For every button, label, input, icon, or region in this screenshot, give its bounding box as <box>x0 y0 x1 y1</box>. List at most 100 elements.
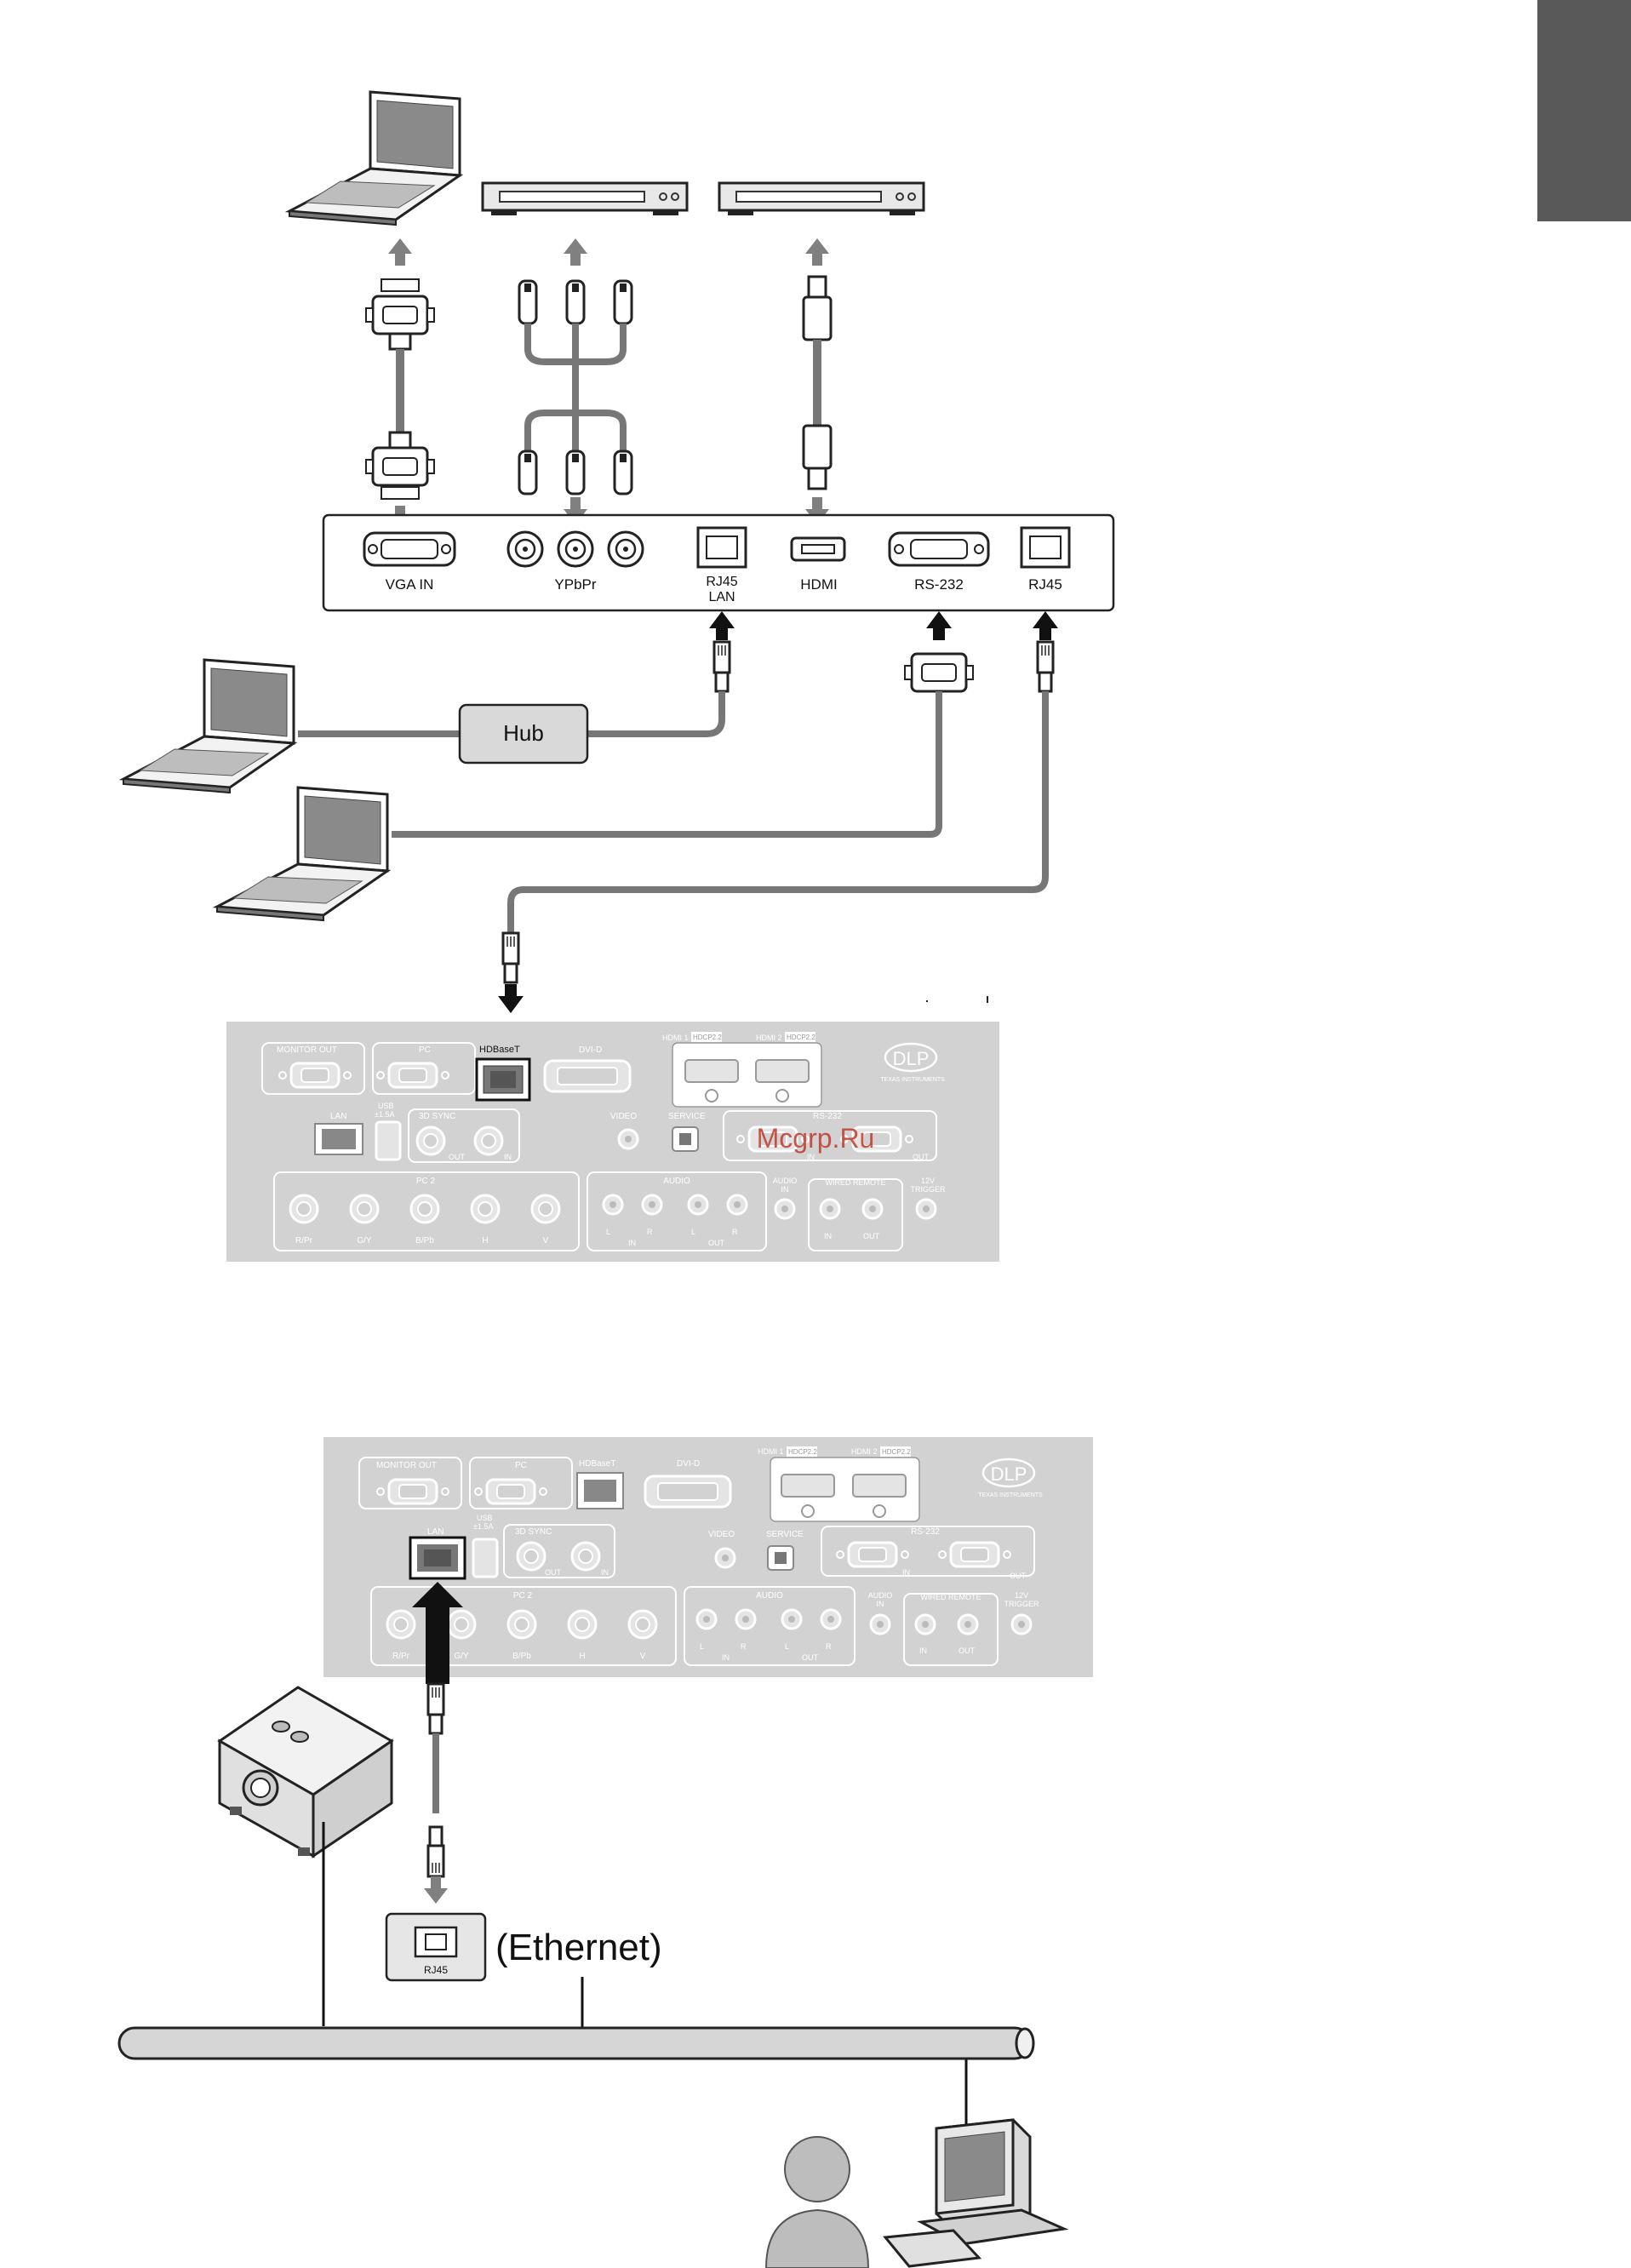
arrow-down-icon <box>424 1876 448 1904</box>
audio-l-label: L <box>785 1642 789 1651</box>
audio-in-label: IN <box>628 1239 636 1247</box>
3d-sync-in-label: IN <box>504 1153 512 1161</box>
audio-in-jack-label: AUDIO <box>868 1591 893 1600</box>
usb-label-sub: ±1.5A <box>473 1522 493 1531</box>
vga-in-label: VGA IN <box>386 576 434 593</box>
hub-label: Hub <box>503 720 544 746</box>
bnc-h-port <box>567 1609 598 1640</box>
wired-remote-in-label: IN <box>824 1232 832 1240</box>
service-label: SERVICE <box>668 1112 706 1121</box>
rs232-port <box>888 531 990 567</box>
svg-text:DLP: DLP <box>893 1048 930 1069</box>
arrow-up-icon <box>805 238 829 266</box>
laptop-icon <box>288 90 461 226</box>
projector-icon <box>217 1686 394 1858</box>
rs232-cable <box>392 652 975 838</box>
bnc-gy-label: G/Y <box>357 1236 372 1246</box>
rs232-in-label: IN <box>807 1153 815 1161</box>
rs232-out-label: OUT <box>1010 1572 1027 1580</box>
wired-remote-out-port <box>861 1198 884 1220</box>
hdmi1-port <box>684 1059 739 1083</box>
wired-remote-out-label: OUT <box>959 1647 976 1655</box>
arrow-down-icon <box>498 984 524 1013</box>
usb-label-sub: ±1.5A <box>375 1110 394 1119</box>
audio-in-l-port <box>602 1194 624 1216</box>
hdmi-port <box>790 536 846 562</box>
user-icon <box>764 2136 870 2268</box>
hdcp-label: HDCP2.2 <box>787 1034 816 1041</box>
bnc-rpr-port <box>289 1194 319 1224</box>
audio-in-label: IN <box>722 1653 730 1662</box>
bnc-v-port <box>627 1609 658 1640</box>
desktop-computer-icon <box>883 2118 1069 2268</box>
svg-text:TEXAS INSTRUMENTS: TEXAS INSTRUMENTS <box>978 1492 1043 1498</box>
audio-in-r-port <box>735 1608 757 1630</box>
rj45-lan-label: RJ45 <box>706 575 737 589</box>
3d-sync-in-label: IN <box>601 1568 609 1577</box>
ethernet-cable <box>426 1682 445 1878</box>
audio-in-jack-label-sub: IN <box>781 1185 789 1194</box>
audio-l-label: L <box>606 1228 610 1236</box>
audio-in-jack-port <box>774 1198 796 1220</box>
audio-label: AUDIO <box>663 1177 690 1186</box>
hdmi1-label: HDMI 1 <box>758 1447 784 1456</box>
rj45-port <box>1020 526 1071 569</box>
rj45-lan-label-sub: LAN <box>708 590 735 604</box>
lan-label: LAN <box>427 1527 444 1537</box>
wired-remote-out-label: OUT <box>863 1232 880 1240</box>
rs232-in-label: IN <box>902 1568 910 1577</box>
video-port <box>617 1128 639 1150</box>
hdmi-label: HDMI <box>800 576 837 593</box>
projector-rear-panel: MONITOR OUT PC HDBaseT DVI-D HDMI 1 HDCP… <box>323 1437 1093 1677</box>
usb-label: USB <box>378 1102 394 1110</box>
hdmi2-label: HDMI 2 <box>851 1447 878 1456</box>
usb-label: USB <box>477 1514 493 1522</box>
wired-remote-in-port <box>914 1613 936 1635</box>
svg-text:DLP: DLP <box>991 1463 1027 1485</box>
dvi-d-label: DVI-D <box>579 1045 602 1055</box>
bnc-v-label: V <box>543 1236 549 1246</box>
laptop-icon <box>122 658 295 794</box>
svg-text:TEXAS INSTRUMENTS: TEXAS INSTRUMENTS <box>880 1077 945 1083</box>
bnc-rpr-label: R/Pr <box>295 1236 313 1246</box>
bnc-gy-port <box>446 1609 477 1640</box>
arrow-up-icon <box>388 238 412 266</box>
lan-port <box>409 1536 466 1580</box>
hdmi-cable <box>802 275 833 490</box>
dvi-d-port <box>543 1059 632 1093</box>
bnc-rpr-label: R/Pr <box>392 1652 410 1661</box>
audio-in-jack-port <box>869 1613 891 1635</box>
3d-sync-out-label: OUT <box>545 1568 562 1577</box>
ethernet-port: RJ45 <box>385 1912 487 1982</box>
wired-remote-in-port <box>819 1198 841 1220</box>
audio-out-label: OUT <box>802 1653 819 1662</box>
audio-out-l-port <box>781 1608 803 1630</box>
hdmi2-port <box>852 1474 907 1498</box>
trigger-label: 12V <box>1015 1591 1028 1600</box>
video-port <box>714 1547 736 1569</box>
3d-sync-in-port <box>415 1125 446 1156</box>
audio-l-label: L <box>700 1642 704 1651</box>
usb-port <box>472 1538 499 1578</box>
rj45-label: RJ45 <box>1028 576 1062 593</box>
hdbaset-label: HDBaseT <box>479 1045 520 1055</box>
audio-r-label: R <box>741 1642 747 1651</box>
ypbpr-port <box>506 530 544 568</box>
3d-sync-out-label: OUT <box>449 1153 466 1161</box>
rs232-panel-label: RS-232 <box>813 1112 842 1121</box>
arrow-up-icon <box>564 238 587 266</box>
lan-label: LAN <box>330 1112 346 1121</box>
vga-cable <box>364 278 436 500</box>
dlp-logo: DLP TEXAS INSTRUMENTS <box>880 1042 945 1083</box>
usb-port <box>375 1120 402 1161</box>
bnc-bpb-label: B/Pb <box>415 1236 434 1246</box>
video-label: VIDEO <box>708 1530 735 1539</box>
ethernet-port-label: RJ45 <box>424 1964 448 1976</box>
trigger-label-sub: TRIGGER <box>1004 1600 1039 1608</box>
3d-sync-label: 3D SYNC <box>419 1112 455 1121</box>
audio-in-jack-label-sub: IN <box>877 1600 884 1608</box>
section-tab <box>1537 0 1631 221</box>
3d-sync-out-port <box>473 1125 504 1156</box>
3d-sync-label: 3D SYNC <box>515 1527 552 1537</box>
rs232-out-label: OUT <box>913 1153 930 1161</box>
